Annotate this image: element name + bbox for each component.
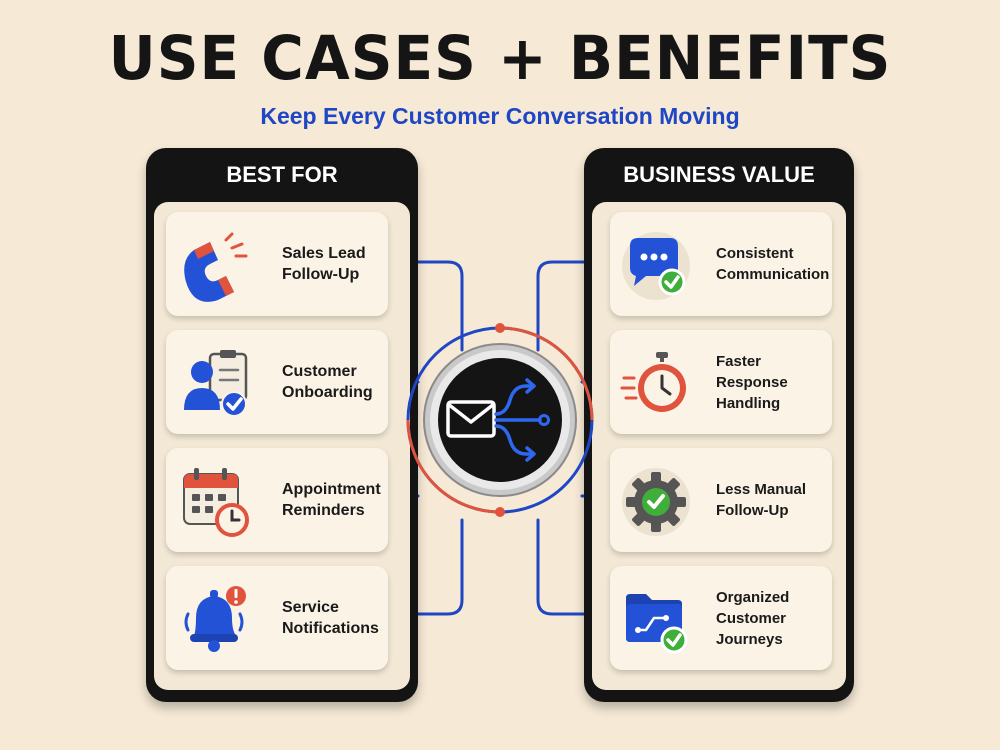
- gear-check-icon: [622, 468, 690, 536]
- connector-left-1: [384, 260, 464, 352]
- benefit-label: Less Manual Follow-Up: [716, 481, 807, 519]
- connector-right-4: [536, 518, 608, 616]
- use-case-card: Sales Lead Follow-Up: [166, 212, 388, 316]
- page-title: USE CASES + BENEFITS: [108, 22, 892, 94]
- benefit-card: Consistent Communication: [610, 212, 832, 316]
- benefit-card: Organized Customer Journeys: [610, 566, 832, 670]
- user-checklist-icon: [184, 350, 248, 417]
- use-case-card: Appointment Reminders: [166, 448, 388, 552]
- use-case-label: Service Notifications: [282, 599, 379, 637]
- chat-check-icon: [622, 232, 690, 300]
- use-case-label: Sales Lead Follow-Up: [282, 245, 366, 283]
- bell-alert-icon: [184, 586, 246, 652]
- business-value-header: BUSINESS VALUE: [623, 162, 815, 187]
- magnet-icon: [184, 232, 248, 302]
- benefit-card: Less Manual Follow-Up: [610, 448, 832, 552]
- connector-right-1: [536, 260, 608, 352]
- business-value-panel: BUSINESS VALUE Consistent Communication: [584, 148, 854, 702]
- benefit-label: Consistent Communication: [716, 245, 830, 283]
- best-for-header: BEST FOR: [226, 162, 338, 187]
- calendar-clock-icon: [183, 468, 249, 537]
- best-for-list: Sales Lead Follow-Up Customer Onboarding: [154, 202, 410, 690]
- use-case-label: Customer Onboarding: [282, 363, 373, 401]
- envelope-routing-icon: [406, 323, 594, 517]
- business-value-list: Consistent Communication Faster Response…: [592, 202, 846, 690]
- connector-left-4: [384, 518, 464, 616]
- benefit-label: Faster Response Handling: [716, 352, 788, 412]
- stopwatch-icon: [620, 352, 686, 412]
- benefit-label: Organized Customer Journeys: [716, 588, 790, 648]
- benefit-card: Faster Response Handling: [610, 330, 832, 434]
- use-case-card: Customer Onboarding: [166, 330, 388, 434]
- folder-check-icon: [626, 594, 688, 654]
- best-for-panel: BEST FOR Sales Lead Follow-Up: [146, 148, 418, 702]
- use-case-label: Appointment Reminders: [282, 481, 381, 519]
- page-subtitle: Keep Every Customer Conversation Moving: [260, 103, 740, 129]
- use-case-card: Service Notifications: [166, 566, 388, 670]
